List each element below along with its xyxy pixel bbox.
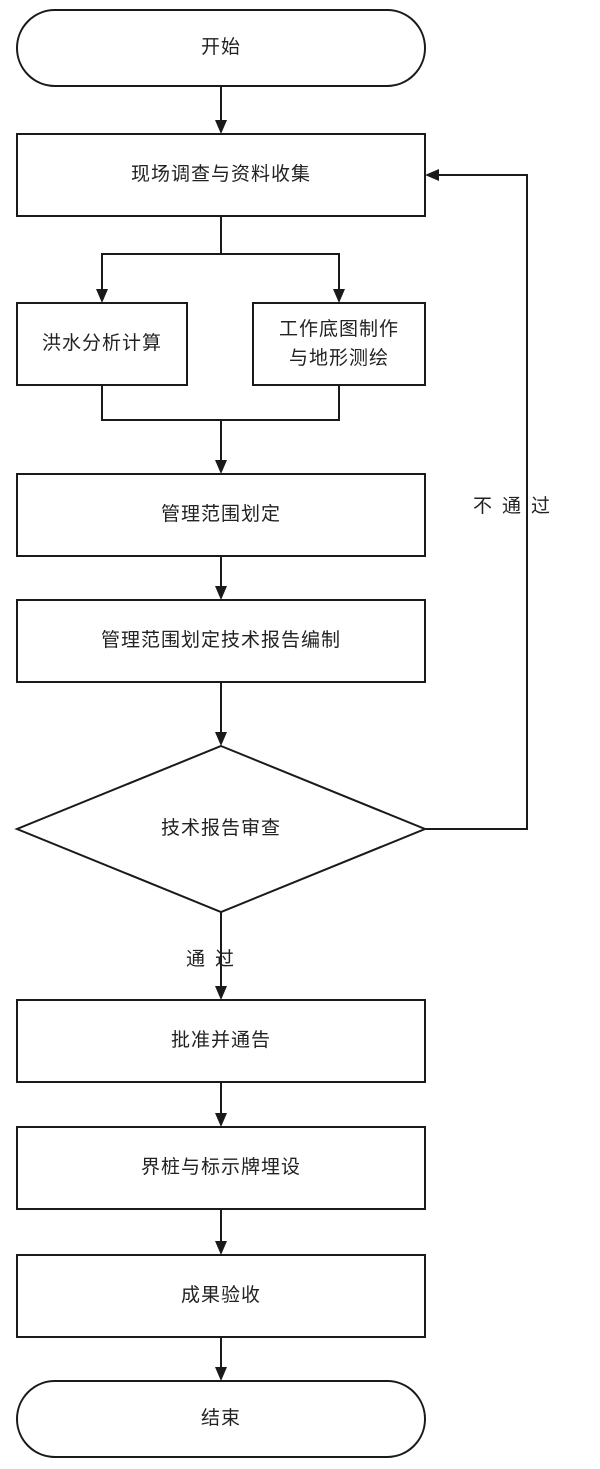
connector-merge-delineate [101,385,340,474]
markers-label: 界桩与标示牌埋设 [140,1156,301,1179]
review-label: 技术报告审查 [160,817,281,840]
connector-start-survey [215,86,227,134]
delineate-label: 管理范围划定 [160,503,281,526]
connector-approve-markers [215,1082,227,1127]
connector-survey-split [96,216,345,303]
approve-label: 批准并通告 [170,1029,271,1052]
report-label: 管理范围划定技术报告编制 [100,629,341,652]
acceptance-label: 成果验收 [180,1284,261,1307]
survey-label: 现场调查与资料收集 [130,163,311,186]
connector-delineate-report [215,556,227,600]
connector-review-fail-loop [425,169,528,830]
survey-box [16,133,426,217]
markers-box [16,1126,426,1210]
acceptance-box [16,1254,426,1338]
pass-edge-label: 通过 [186,948,245,970]
end-label: 结束 [200,1407,241,1430]
fail-edge-label: 不通过 [473,495,561,517]
flood-label: 洪水分析计算 [41,332,162,355]
start-label: 开始 [200,36,241,59]
connector-markers-acceptance [215,1209,227,1255]
approve-box [16,999,426,1083]
connector-review-approve [215,912,227,1000]
connector-acceptance-end [215,1337,227,1381]
connector-report-review [215,682,227,746]
basemap-box [252,302,426,386]
basemap-label: 工作底图制作 与地形测绘 [278,317,399,369]
